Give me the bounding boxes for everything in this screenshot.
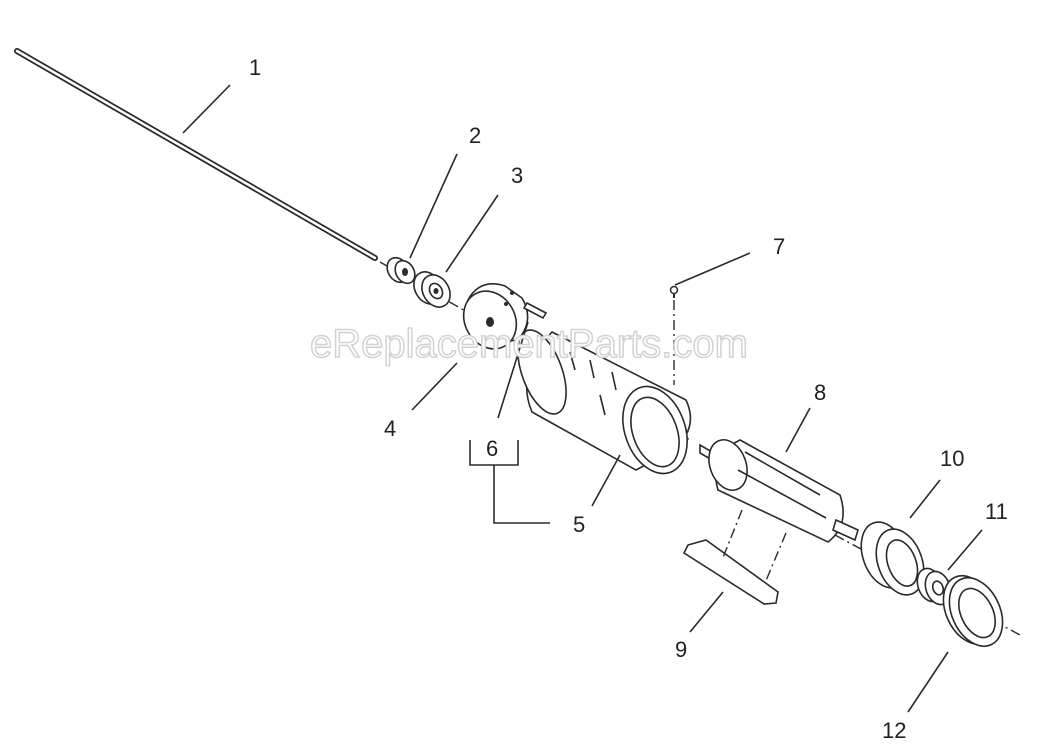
callout-4: 4 <box>384 416 396 441</box>
callout-9: 9 <box>675 637 687 662</box>
callout-6: 6 <box>486 436 498 461</box>
leader-lines <box>182 84 983 713</box>
watermark-text: eReplacementParts.com <box>310 322 748 366</box>
callout-3: 3 <box>511 163 523 188</box>
part-2-nut <box>386 256 416 285</box>
callout-7: 7 <box>773 234 785 259</box>
part-3-bearing <box>413 271 451 308</box>
callout-labels: 1 2 3 4 5 6 7 8 9 10 11 12 <box>249 55 1008 743</box>
callout-5: 5 <box>573 512 585 537</box>
part-10-ring <box>860 521 925 596</box>
part-7-screw <box>669 285 679 385</box>
callout-8: 8 <box>814 380 826 405</box>
part-8-rotor <box>699 439 859 543</box>
callout-11: 11 <box>985 499 1008 524</box>
part-1-rod <box>14 48 378 261</box>
part-5-housing <box>517 329 692 475</box>
part-9-plate <box>682 509 787 605</box>
callout-10: 10 <box>940 446 964 471</box>
part-12-ring <box>942 575 1004 647</box>
callout-12: 12 <box>882 718 906 743</box>
part-6-key <box>522 301 548 320</box>
part-4-end-cap <box>462 283 529 350</box>
callout-2: 2 <box>469 123 481 148</box>
callout-1: 1 <box>249 55 261 80</box>
